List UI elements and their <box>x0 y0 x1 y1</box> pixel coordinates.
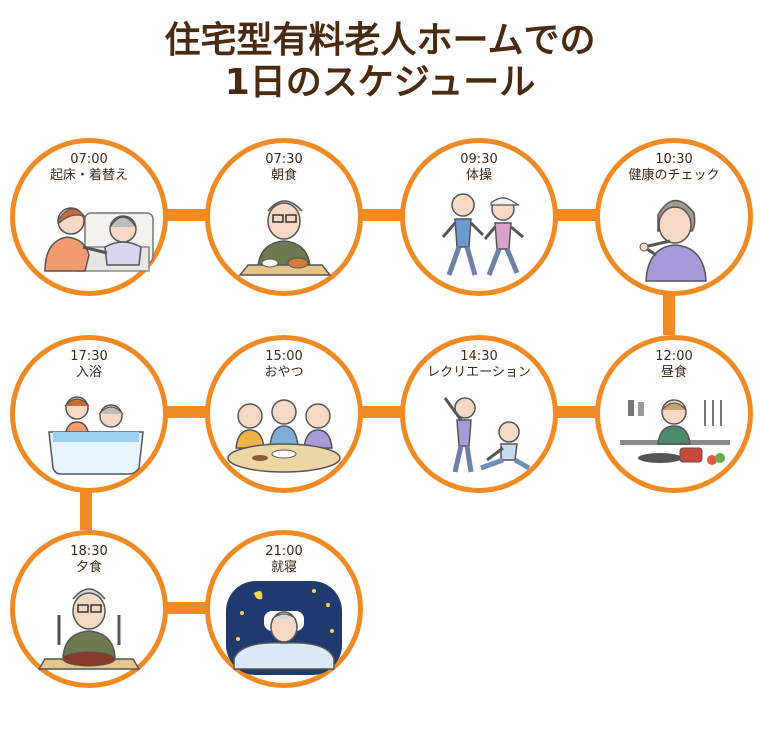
schedule-label: 起床・着替え <box>49 168 128 183</box>
connector <box>663 285 675 335</box>
connector <box>160 602 210 614</box>
stretching-recreation-icon <box>443 397 531 473</box>
connector <box>355 209 405 221</box>
connector <box>550 209 600 221</box>
schedule-item-recreation: 14:30 レクリエーション <box>400 335 558 493</box>
dinner-steak-icon <box>37 588 141 670</box>
bathing-icon <box>48 396 144 475</box>
schedule-item-dinner: 18:30 夕食 <box>10 530 168 688</box>
schedule-time: 07:30 <box>265 152 303 167</box>
schedule-label: 就寝 <box>270 560 297 575</box>
wake-up-dressing-icon <box>44 207 154 272</box>
schedule-item-snack: 15:00 おやつ <box>205 335 363 493</box>
schedule-label: 夕食 <box>75 560 102 575</box>
connector <box>160 406 210 418</box>
schedule-label: 体操 <box>465 168 492 183</box>
schedule-time: 15:00 <box>265 349 303 364</box>
snack-time-icon <box>227 399 341 473</box>
schedule-time: 21:00 <box>265 544 303 559</box>
schedule-time: 07:00 <box>70 152 108 167</box>
schedule-label: 昼食 <box>660 365 687 380</box>
schedule-item-breakfast: 07:30 朝食 <box>205 138 363 296</box>
schedule-item-wake-up: 07:00 起床・着替え <box>10 138 168 296</box>
schedule-time: 17:30 <box>70 349 108 364</box>
page-title-line-2: 1日のスケジュール <box>224 62 536 103</box>
schedule-time: 09:30 <box>460 152 498 167</box>
health-check-icon <box>639 199 707 282</box>
connector <box>80 485 92 530</box>
schedule-item-exercise: 09:30 体操 <box>400 138 558 296</box>
schedule-item-lunch: 12:00 昼食 <box>595 335 753 493</box>
schedule-time: 12:00 <box>655 349 693 364</box>
lunch-cooking-icon <box>620 399 730 465</box>
schedule-time: 10:30 <box>655 152 693 167</box>
page-title-line-1: 住宅型有料老人ホームでの <box>164 20 596 61</box>
walking-exercise-icon <box>441 193 524 276</box>
schedule-label: 朝食 <box>270 168 297 183</box>
schedule-item-bathing: 17:30 入浴 <box>10 335 168 493</box>
schedule-time: 18:30 <box>70 544 108 559</box>
connector <box>160 209 210 221</box>
schedule-time: 14:30 <box>460 349 498 364</box>
connector <box>355 406 405 418</box>
schedule-label: 入浴 <box>75 365 102 380</box>
schedule-label: 健康のチェック <box>628 168 720 183</box>
breakfast-icon <box>238 200 332 276</box>
schedule-item-health-check: 10:30 健康のチェック <box>595 138 753 296</box>
sleeping-night-icon <box>226 581 342 675</box>
connector <box>550 406 600 418</box>
schedule-item-bedtime: 21:00 就寝 <box>205 530 363 688</box>
schedule-label: レクリエーション <box>427 365 531 380</box>
schedule-label: おやつ <box>264 365 304 380</box>
